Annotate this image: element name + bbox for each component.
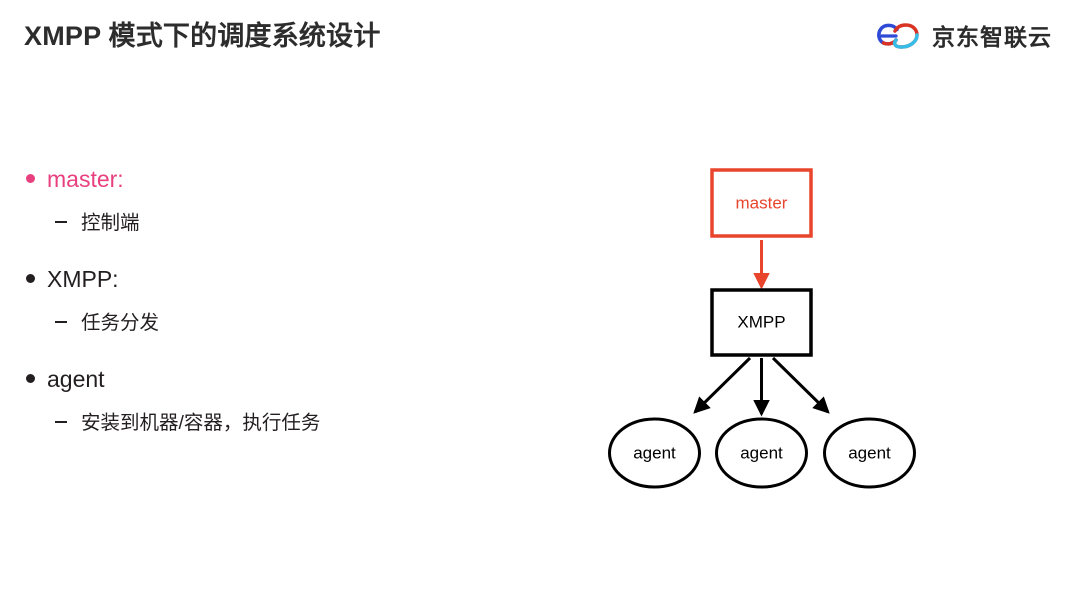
arrow-xmpp-to-agent-left <box>693 356 752 414</box>
bullet-label-agent: agent <box>47 366 105 392</box>
diagram-node-agent-center: agent <box>715 417 808 489</box>
diagram-node-agent-left: agent <box>608 417 701 489</box>
dash-marker-icon <box>55 220 67 223</box>
sub-bullet-item-master: 控制端 <box>26 212 586 266</box>
diagram-node-xmpp-label: XMPP <box>737 312 785 331</box>
bullet-label-xmpp: XMPP: <box>47 266 119 292</box>
dash-marker-icon <box>55 420 67 423</box>
bullet-item-agent: agent <box>26 368 586 414</box>
bullet-dot-icon <box>26 274 35 283</box>
sub-bullet-label-agent: 安装到机器/容器，执行任务 <box>81 412 321 434</box>
diagram-node-agent-center-label: agent <box>740 443 783 462</box>
bullet-group-xmpp: XMPP: 任务分发 <box>26 268 586 366</box>
bullet-item-xmpp: XMPP: <box>26 268 586 314</box>
diagram-node-master: master <box>710 168 813 238</box>
bullet-dot-icon <box>26 374 35 383</box>
diagram-node-agent-right: agent <box>823 417 916 489</box>
bullet-item-master: master: <box>26 168 586 214</box>
brand-name: 京东智联云 <box>932 24 1052 50</box>
architecture-diagram: master XMPP agent agent <box>580 150 960 510</box>
arrow-xmpp-to-agent-right <box>771 356 830 414</box>
diagram-node-xmpp: XMPP <box>710 288 813 357</box>
jd-cloud-logo-icon <box>877 21 923 49</box>
sub-bullet-label-xmpp: 任务分发 <box>81 312 160 334</box>
diagram-node-agent-right-label: agent <box>848 443 891 462</box>
diagram-node-master-label: master <box>736 193 788 212</box>
bullet-dot-icon <box>26 174 35 183</box>
bullet-list: master: 控制端 XMPP: 任务分发 agent <box>26 168 586 468</box>
diagram-node-agent-left-label: agent <box>633 443 676 462</box>
sub-bullet-label-master: 控制端 <box>81 212 140 234</box>
bullet-group-agent: agent 安装到机器/容器，执行任务 <box>26 368 586 466</box>
sub-bullet-item-agent: 安装到机器/容器，执行任务 <box>26 412 586 466</box>
dash-marker-icon <box>55 320 67 323</box>
page-title: XMPP 模式下的调度系统设计 <box>24 21 381 51</box>
sub-bullet-item-xmpp: 任务分发 <box>26 312 586 366</box>
bullet-group-master: master: 控制端 <box>26 168 586 266</box>
brand-lockup: 京东智联云 <box>877 18 1052 52</box>
bullet-label-master: master: <box>47 166 124 192</box>
